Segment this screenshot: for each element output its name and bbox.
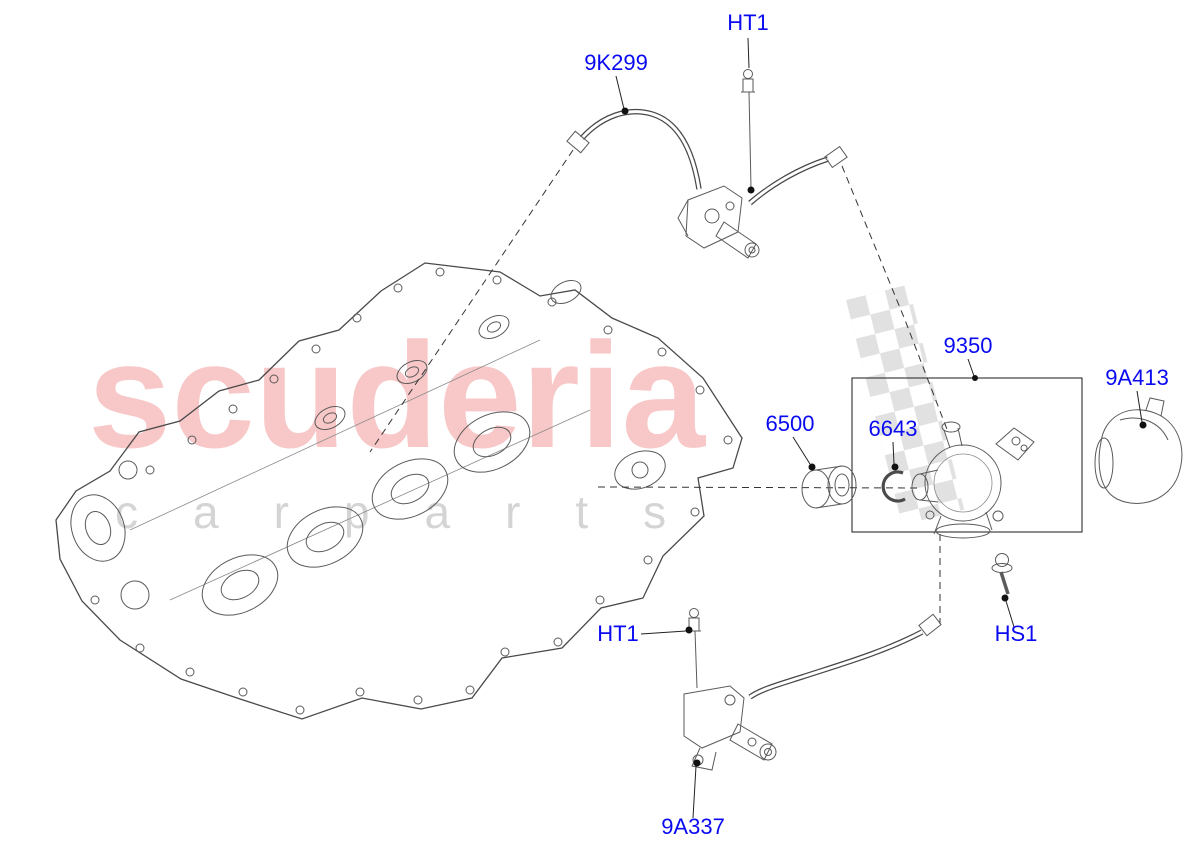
part-label-6500[interactable]: 6500 (766, 411, 815, 436)
cap-9a413 (1094, 397, 1183, 504)
watermark-subtitle: carparts (115, 486, 721, 538)
part-label-9a413[interactable]: 9A413 (1105, 365, 1169, 390)
part-label-9350[interactable]: 9350 (944, 333, 993, 358)
bushing-6500 (801, 465, 857, 509)
pipe-nut (918, 613, 942, 637)
leader-lines (615, 37, 1147, 819)
pump-9350 (911, 421, 1035, 539)
part-label-9k299[interactable]: 9K299 (584, 50, 648, 75)
bolt-holes (90, 267, 733, 715)
pump-box (851, 377, 1083, 533)
part-label-ht1-top[interactable]: HT1 (727, 10, 769, 35)
ht1-sensor-top (741, 69, 755, 189)
watermark-title: scuderia (88, 311, 707, 479)
fuel-rail-bracket-upper (677, 185, 760, 259)
assembly-axis-lines (369, 149, 949, 624)
part-label-9a337[interactable]: 9A337 (661, 814, 725, 839)
engine-cylinder-head (55, 262, 743, 720)
part-label-6643[interactable]: 6643 (869, 416, 918, 441)
checkered-flag-watermark (846, 284, 965, 526)
part-label-ht1-bottom[interactable]: HT1 (597, 621, 639, 646)
bolt-hs1 (991, 553, 1013, 595)
bracket-9a337 (683, 685, 777, 771)
part-label-hs1[interactable]: HS1 (995, 621, 1038, 646)
fuel-line-lower (748, 613, 942, 700)
fuel-line-upper (566, 108, 848, 206)
pipe-nut (566, 130, 848, 169)
snap-ring-6643 (881, 470, 906, 503)
ht1-sensor-bottom (687, 608, 701, 689)
